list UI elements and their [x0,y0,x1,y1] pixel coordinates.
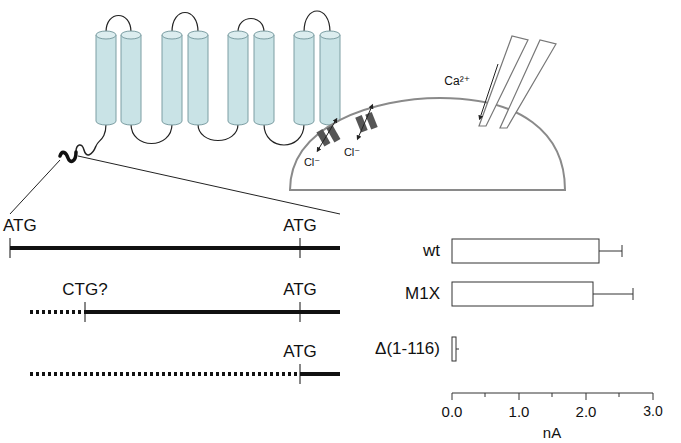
start-tick [300,302,301,322]
extracellular-loop [172,13,198,33]
start-codon-label: ATG [283,343,317,362]
axis-tick [619,393,620,397]
pipette [500,40,556,128]
start-codon-label: ATG [283,217,317,236]
category-label: Δ(1-116) [375,340,440,359]
helix [96,31,116,125]
tick-label: 2.0 [576,404,597,421]
start-tick [85,302,86,322]
axis-tick [519,393,520,400]
ion-label: Ca²⁺ [444,75,470,88]
start-codon-label: CTG? [62,281,107,300]
axis-title: nA [543,425,561,442]
zoom-line [10,160,60,214]
intracellular-loop [264,124,304,145]
pipette [479,36,528,126]
helix [162,31,182,125]
n-terminal-squiggle [76,145,96,155]
error-bar [622,245,623,257]
helix [121,31,141,125]
n-terminus [96,124,106,146]
cell [290,98,565,190]
tick-label: 3.0 [643,404,662,419]
helix [228,31,248,125]
bar [452,282,593,306]
tick-label: 1.0 [509,404,530,421]
extracellular-loop [238,19,264,33]
ion-label: Cl⁻ [304,156,320,168]
error-bar [593,294,633,295]
start-tick [10,238,11,258]
extracellular-loop [106,16,131,33]
n-terminal-segment [60,152,76,161]
ion-flow-arrow [318,120,336,150]
helix [294,31,314,125]
helix [188,31,208,125]
construct-delta [300,372,340,376]
channel [365,112,377,129]
category-label: wt [423,242,440,261]
bar [452,337,456,361]
axis-tick [653,393,654,400]
bar-chart [452,239,653,400]
start-codon-label: ATG [3,217,37,236]
channel [326,125,340,142]
construct-lines [10,238,340,384]
category-label: M1X [405,285,440,304]
intracellular-loop [198,124,238,141]
start-codon-label: ATG [283,281,317,300]
error-bar [599,251,622,252]
injection-arrow [480,64,498,118]
pipettes [479,36,556,128]
intracellular-loop [131,124,172,144]
axis-tick [452,393,453,400]
transmembrane-helices [96,31,340,125]
channels [316,106,377,150]
extracellular-loop [304,11,330,32]
axis-tick [485,393,486,397]
axis-tick [586,393,587,400]
bar [452,239,599,263]
start-tick [300,364,301,384]
deleted-region [30,372,300,376]
ion-flow-arrow [358,106,372,138]
construct-wt [10,246,340,250]
error-bar [633,288,634,300]
tick-label: 0.0 [442,404,463,421]
error-bar [456,349,459,350]
start-tick [300,238,301,258]
helix [254,31,274,125]
ion-label: Cl⁻ [344,146,360,158]
deleted-region [30,310,85,314]
axis-tick [552,393,553,397]
helix [320,31,340,125]
construct-m1x [85,310,340,314]
